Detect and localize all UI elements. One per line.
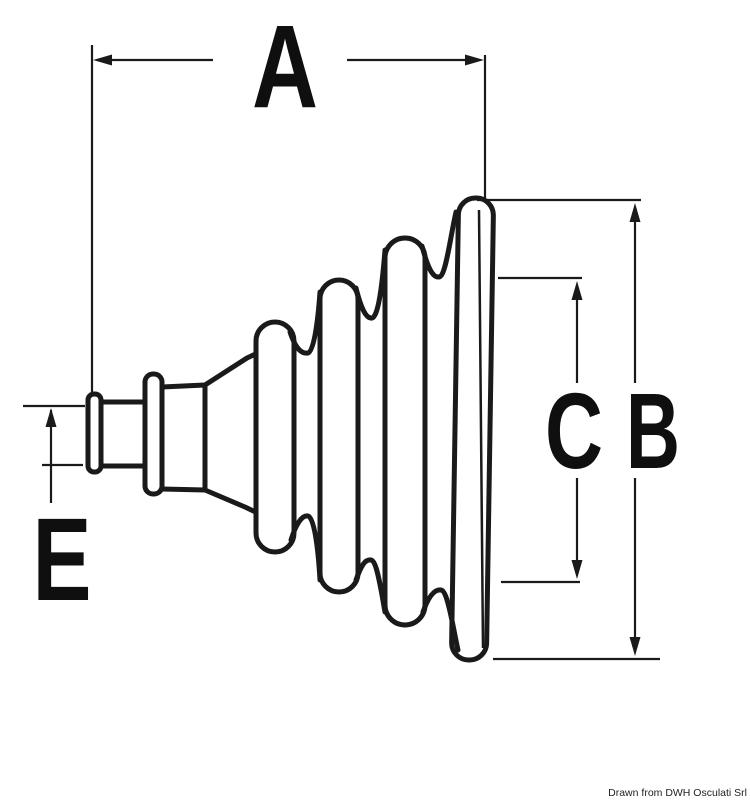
valley-bottom-1 [288,513,323,583]
boot-drawing [85,195,496,663]
dim-a-label: A [252,1,318,133]
dim-b-label: B [626,370,680,491]
dimension-c: C [498,276,603,584]
dimension-a: A [90,1,487,395]
valley-top-1 [287,289,323,356]
dim-e-arrow-up [45,408,57,427]
bellows-rib-3 [382,235,428,628]
dim-a-arrow-right [465,54,484,66]
big-end-ring [449,195,496,663]
bellows-rib-2 [317,277,361,595]
small-end-collar [85,391,104,475]
valley-bottom-3 [420,587,461,653]
big-end-ring-inner-line [477,209,485,649]
dim-c-arrow-down [571,560,583,579]
valley-top-2 [353,247,388,321]
dim-a-arrow-left [93,54,112,66]
dim-b-arrow-down [629,637,641,656]
valley-top-3 [419,209,459,280]
valley-bottom-2 [353,557,388,615]
dimension-e: E [23,404,92,626]
dim-c-arrow-up [571,281,583,300]
dim-b-arrow-up [629,203,641,222]
bellows-rib-1 [253,319,297,555]
dim-e-label: E [33,494,92,626]
cone-section-fill [162,347,270,518]
neck-fill [96,402,150,466]
attribution-text: Drawn from DWH Osculati Srl [608,787,747,799]
small-end-flange [142,371,165,497]
dim-c-label: C [545,370,603,491]
dimension-b: B [477,198,680,661]
